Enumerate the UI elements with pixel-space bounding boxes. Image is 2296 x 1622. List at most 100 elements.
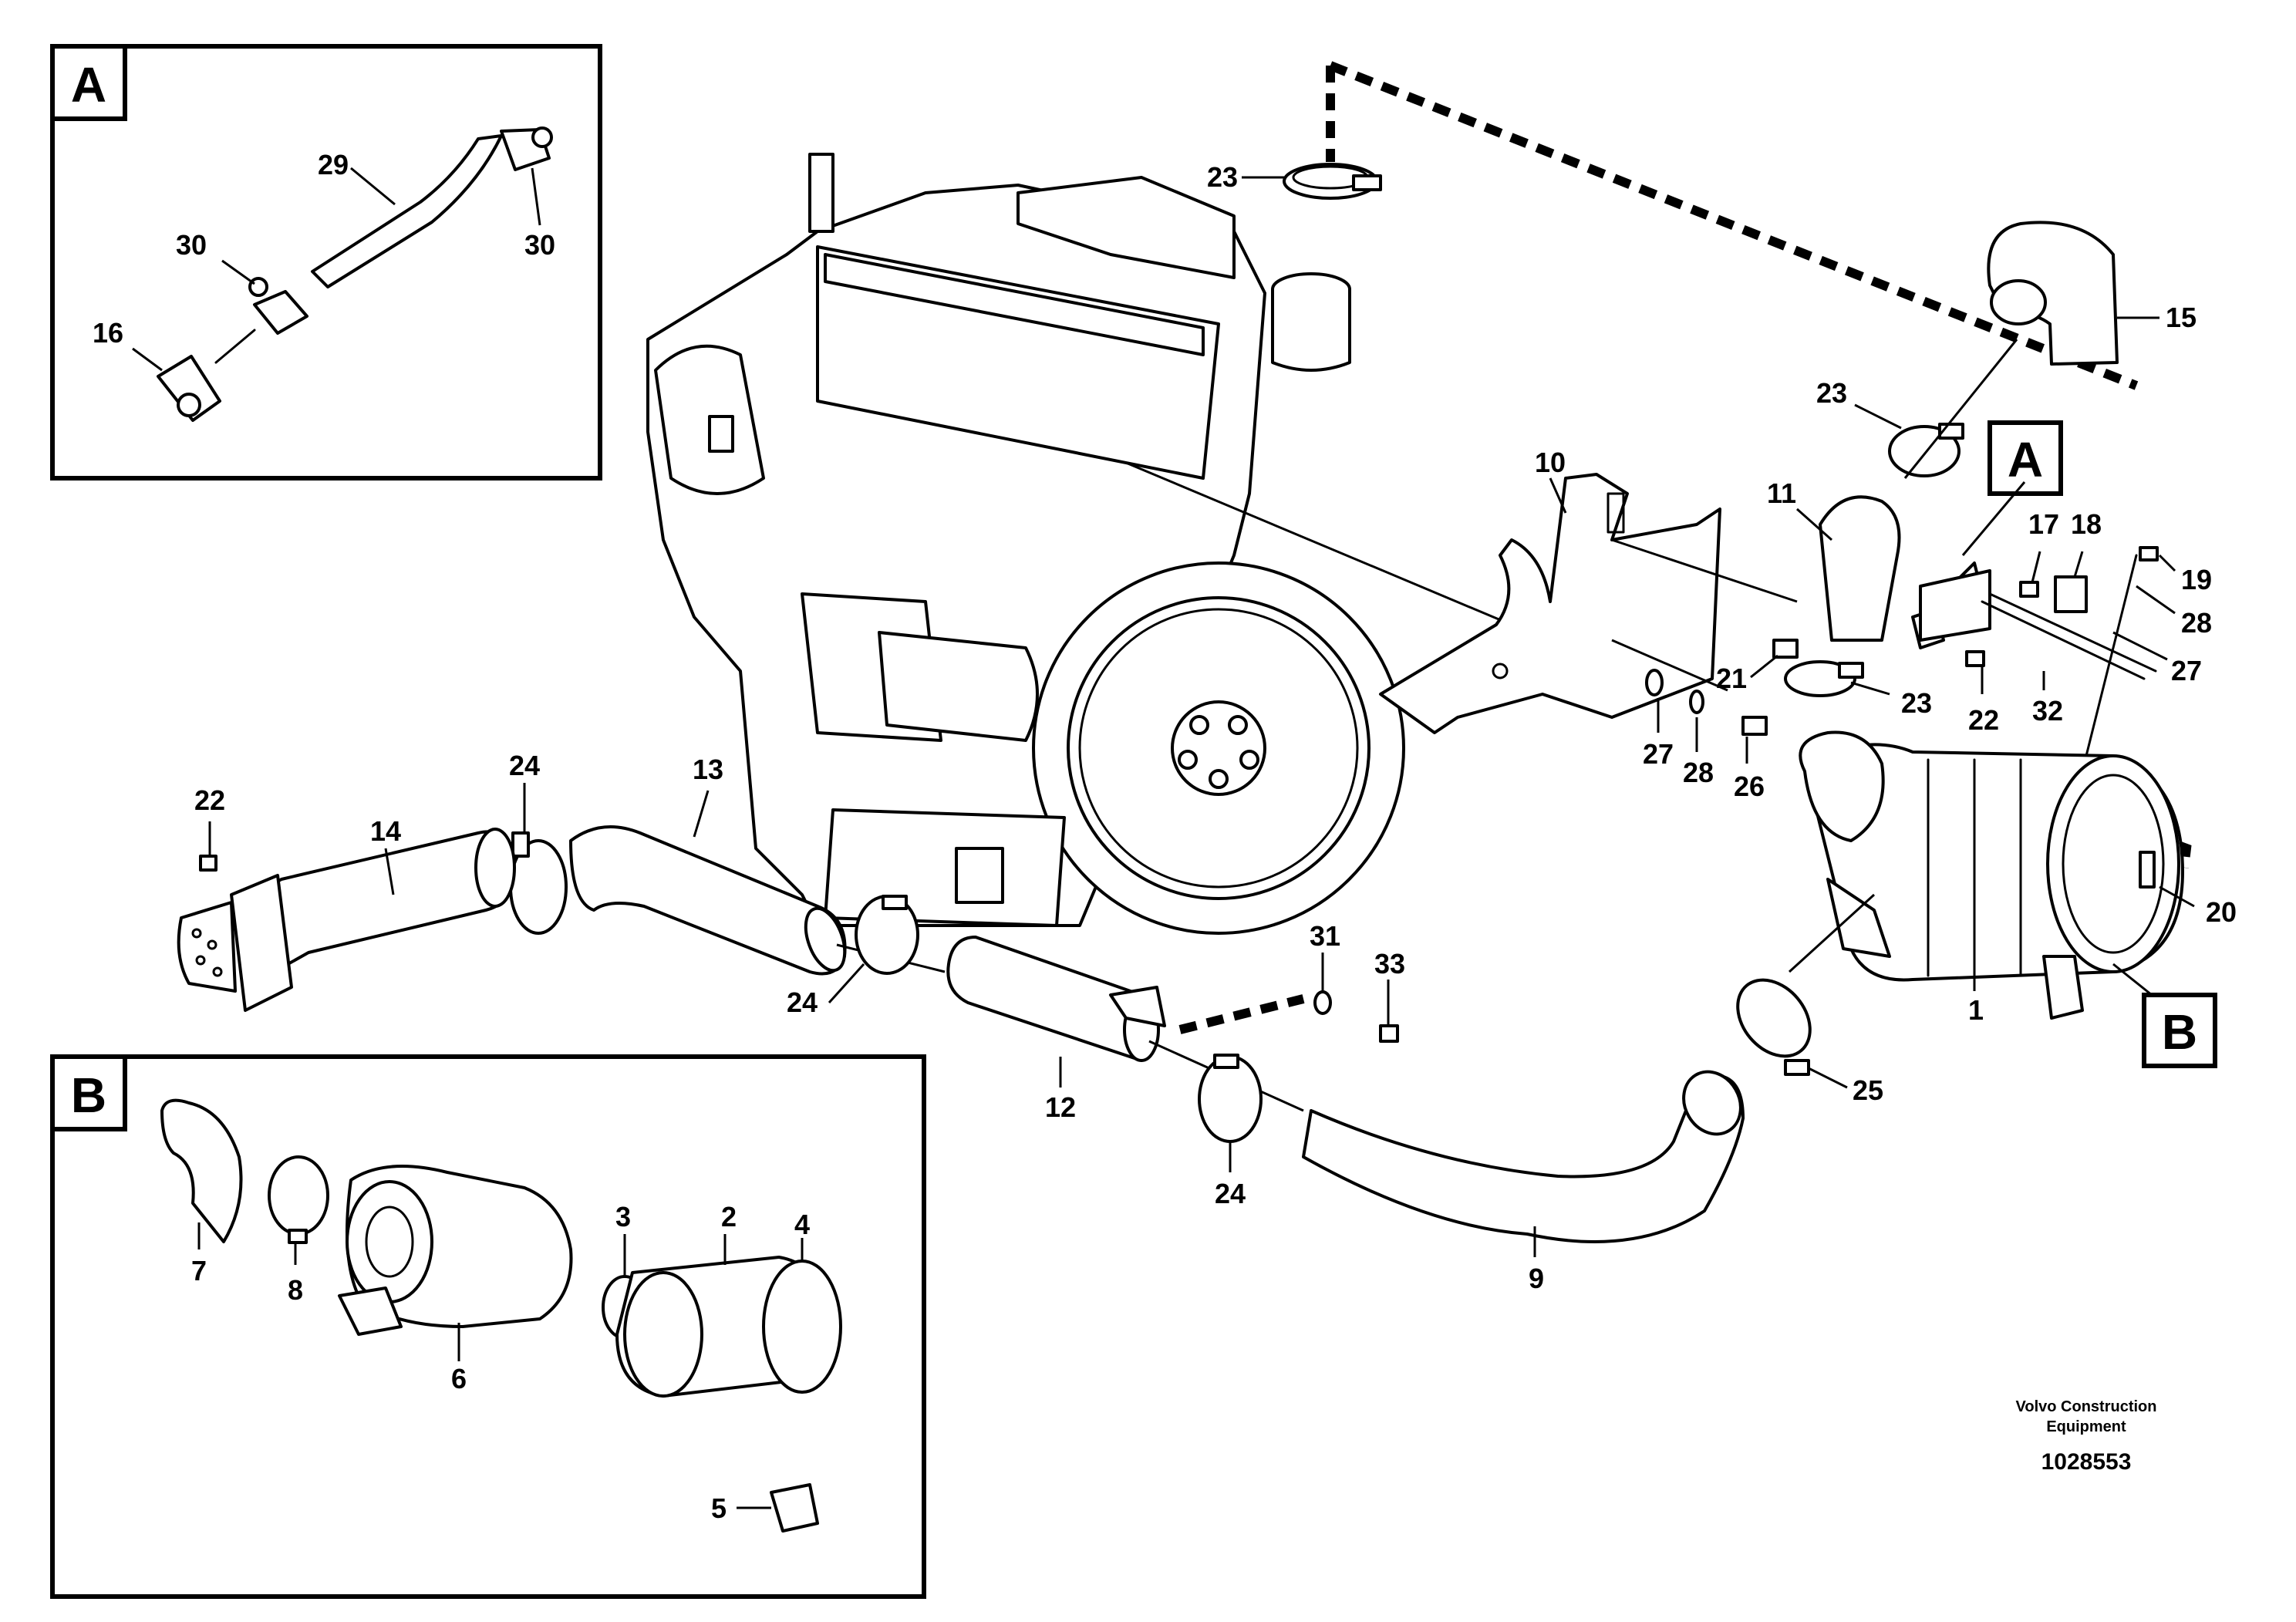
- callout-22-right: 22: [1968, 704, 1999, 736]
- inset-a-reference-tag: A: [2008, 432, 2043, 487]
- clamp-24-bottom-screw: [1213, 1054, 1239, 1069]
- inset-b-filter-2-end: [623, 1271, 703, 1398]
- pipe-14-screen: [177, 901, 237, 993]
- inset-b-housing-6-foot: [338, 1286, 403, 1336]
- hub-bolt: [1239, 750, 1259, 770]
- inset-a-reference-box: [1988, 420, 2063, 496]
- callout-21: 21: [1716, 663, 1747, 694]
- inset-b-elbow-7: [160, 1098, 243, 1243]
- leader-23-low: [1850, 681, 1890, 696]
- leader-19: [2158, 554, 2176, 572]
- leader-30-right: [531, 167, 541, 226]
- callout-29: 29: [318, 149, 349, 180]
- route-dash-12-31: [1178, 994, 1305, 1034]
- connector-30-left: [253, 290, 308, 335]
- inset-a: A 29 30 30 16: [50, 44, 602, 481]
- inset-b-reference-tag: B: [2162, 1004, 2197, 1060]
- hub-bolt: [1228, 715, 1248, 735]
- screen-hole: [207, 939, 217, 950]
- bracket-hole: [1492, 663, 1509, 679]
- diagram-number: 1028553: [2041, 1449, 2132, 1475]
- watermark-line2: Equipment: [2046, 1418, 2126, 1435]
- leader-10: [1549, 477, 1567, 514]
- publisher-watermark: Volvo Construction Equipment 1028553: [2016, 1398, 2157, 1475]
- oil-sump: [824, 808, 1066, 927]
- callout-7: 7: [191, 1255, 207, 1286]
- hub-bolt: [1189, 715, 1209, 735]
- inset-b-tag-box: [50, 1054, 127, 1131]
- leader-27-right: [2112, 631, 2168, 661]
- callout-13: 13: [693, 754, 723, 785]
- flywheel-ring: [1078, 608, 1359, 889]
- bolt-22-left: [199, 855, 217, 872]
- callout-20: 20: [2206, 896, 2237, 928]
- leader-11: [1796, 508, 1832, 541]
- screw-17: [2019, 581, 2039, 598]
- air-filter-1-inlet: [1799, 730, 1885, 842]
- callout-4: 4: [794, 1209, 810, 1240]
- screen-hole: [195, 955, 206, 966]
- bracket-32-rod: [1981, 600, 2146, 680]
- leader-30-left: [221, 259, 255, 285]
- route-dash-diagonal: [1328, 61, 2139, 390]
- mounting-bracket-10: [1379, 473, 1721, 734]
- callout-27-mid: 27: [1643, 738, 1674, 770]
- callout-31: 31: [1310, 920, 1340, 952]
- clamp-24-bottom: [1198, 1055, 1263, 1143]
- bolt-21: [1772, 639, 1799, 659]
- clamp-23-top: [1242, 163, 1382, 200]
- callout-1: 1: [1968, 994, 1984, 1026]
- pipe-14-flange: [230, 874, 293, 1012]
- pipe-14: [177, 821, 516, 1012]
- callout-25: 25: [1853, 1074, 1883, 1106]
- callout-6: 6: [451, 1363, 467, 1394]
- inset-a-tag-box: [50, 44, 127, 121]
- elbow-15: [1987, 221, 2159, 366]
- screen-hole: [212, 966, 223, 977]
- callout-17: 17: [2028, 508, 2059, 540]
- bolt-22-right: [1965, 650, 1985, 667]
- sensor-port: [177, 393, 201, 417]
- callout-23-mid: 23: [1816, 377, 1847, 409]
- bolt-26: [1741, 716, 1768, 736]
- washer-31: [1313, 990, 1332, 1015]
- callout-16: 16: [93, 317, 123, 349]
- starter-motor: [878, 631, 1039, 742]
- leader-28-right: [2136, 585, 2176, 615]
- callout-3: 3: [615, 1201, 631, 1233]
- callout-10: 10: [1535, 447, 1566, 478]
- leader-bracket-washer: [1611, 639, 1728, 692]
- leader-24-left: [828, 963, 865, 1004]
- inset-b-valve-5: [770, 1483, 819, 1533]
- inset-b-cover-4: [762, 1259, 842, 1394]
- inset-b-clamp-8-screw: [288, 1229, 308, 1244]
- callout-30-right: 30: [524, 229, 555, 261]
- leader-18: [2073, 551, 2084, 578]
- washer-27-mid: [1645, 669, 1664, 696]
- leader-16: [132, 347, 163, 372]
- leader-21: [1750, 654, 1778, 679]
- inset-a-frame: [50, 44, 602, 481]
- callout-23-top: 23: [1207, 161, 1238, 193]
- callout-32: 32: [2032, 695, 2063, 727]
- callout-19: 19: [2181, 564, 2212, 595]
- leader-bracket-bolt: [1611, 538, 1798, 603]
- inset-b-frame: [50, 1054, 926, 1599]
- bracket-32-plate: [1919, 569, 1991, 642]
- engine-assembly: [646, 153, 1512, 935]
- clamp-23-top-screw: [1352, 174, 1382, 191]
- sump-plate: [955, 847, 1004, 904]
- leader-25: [1808, 1067, 1848, 1089]
- hose-9-end: [1682, 1070, 1742, 1136]
- callout-22-left: 22: [194, 784, 225, 816]
- bolt-20: [2139, 851, 2156, 889]
- clamp-25: [1736, 978, 1812, 1058]
- callout-23-low: 23: [1901, 687, 1932, 719]
- leader-14: [384, 848, 395, 895]
- hose-13-end: [804, 906, 847, 973]
- turbo-outlet-body: [1271, 288, 1351, 372]
- leader-9-filter: [1788, 893, 1876, 973]
- callout-12: 12: [1045, 1091, 1076, 1123]
- hub-bolt: [1209, 769, 1229, 789]
- watermark-line1: Volvo Construction: [2016, 1398, 2157, 1415]
